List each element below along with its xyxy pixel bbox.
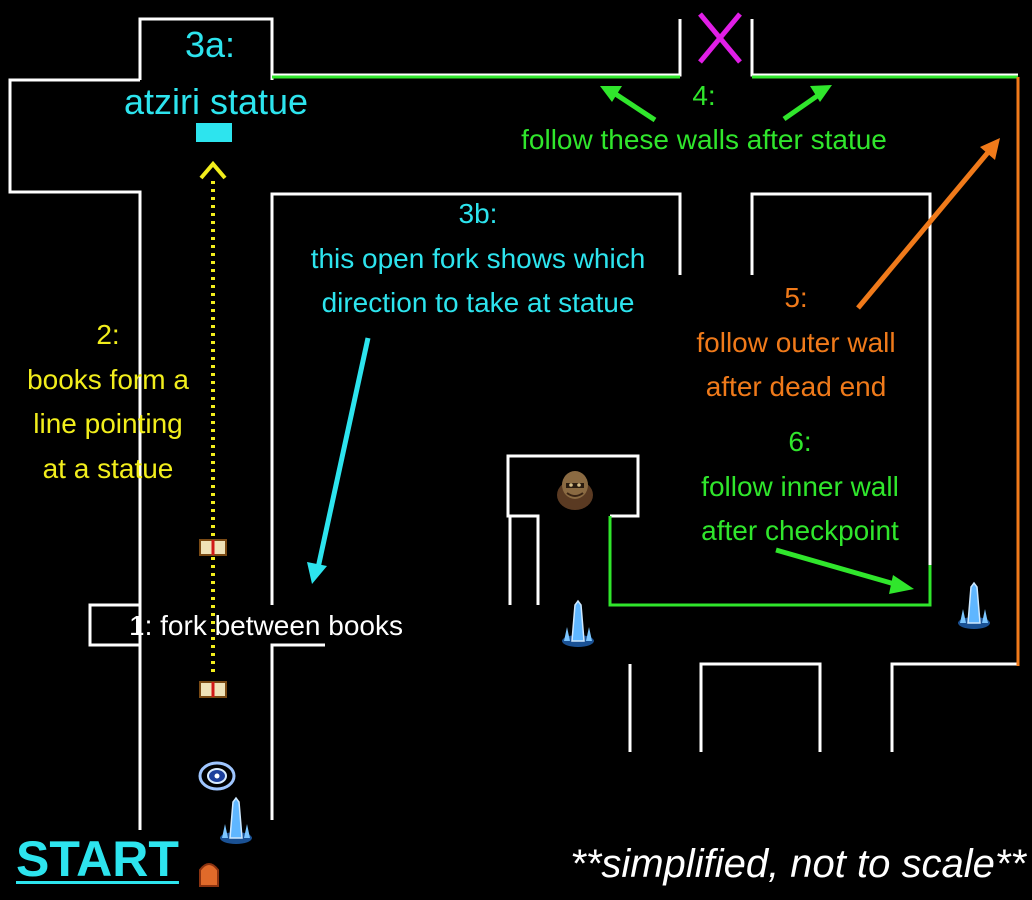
boss-head-icon — [557, 471, 593, 510]
step2-line2: line pointing — [33, 408, 183, 439]
dead-end-x-icon — [698, 12, 742, 64]
step6-number: 6: — [788, 426, 812, 457]
book-icon — [199, 539, 227, 556]
step3b-line1: this open fork shows which — [310, 243, 646, 274]
checkpoint-crystal-icon — [220, 796, 252, 844]
step6-line2: after checkpoint — [701, 515, 899, 546]
step4-label: follow these walls after statue — [521, 124, 887, 155]
step6-line1: follow inner wall — [701, 471, 899, 502]
statue-marker — [196, 123, 232, 142]
scale-note: **simplified, not to scale** — [570, 842, 1026, 886]
green-arrow-right — [782, 85, 832, 122]
step3a-number: 3a: — [184, 24, 236, 65]
step4-number: 4: — [692, 80, 716, 111]
step3b-number: 3b: — [458, 198, 498, 229]
checkpoint-crystal-icon — [958, 581, 990, 629]
step1-label: 1: fork between books — [129, 610, 403, 641]
book-icon — [199, 681, 227, 698]
checkpoint-crystal-icon — [562, 599, 594, 647]
step2-line1: books form a — [27, 364, 189, 395]
book-line-arrowhead — [199, 160, 227, 180]
orange-arrow-outer-wall — [856, 138, 1000, 310]
green-route-walls — [272, 75, 1018, 607]
waypoint-icon — [198, 761, 236, 791]
cyan-arrow-fork — [307, 337, 371, 584]
entrance-door-icon — [199, 863, 219, 887]
step5-number: 5: — [784, 282, 808, 313]
step5-line1: follow outer wall — [696, 327, 896, 358]
step3a-label: atziri statue — [123, 81, 309, 122]
step3b-line2: direction to take at statue — [321, 287, 635, 318]
start-label: START — [16, 831, 179, 887]
green-arrow-left — [600, 86, 657, 123]
step2-number: 2: — [96, 319, 120, 350]
maze-walls — [8, 17, 1018, 830]
step5-line2: after dead end — [705, 371, 887, 402]
step2-line3: at a statue — [42, 453, 174, 484]
green-arrow-checkpoint — [775, 547, 914, 594]
